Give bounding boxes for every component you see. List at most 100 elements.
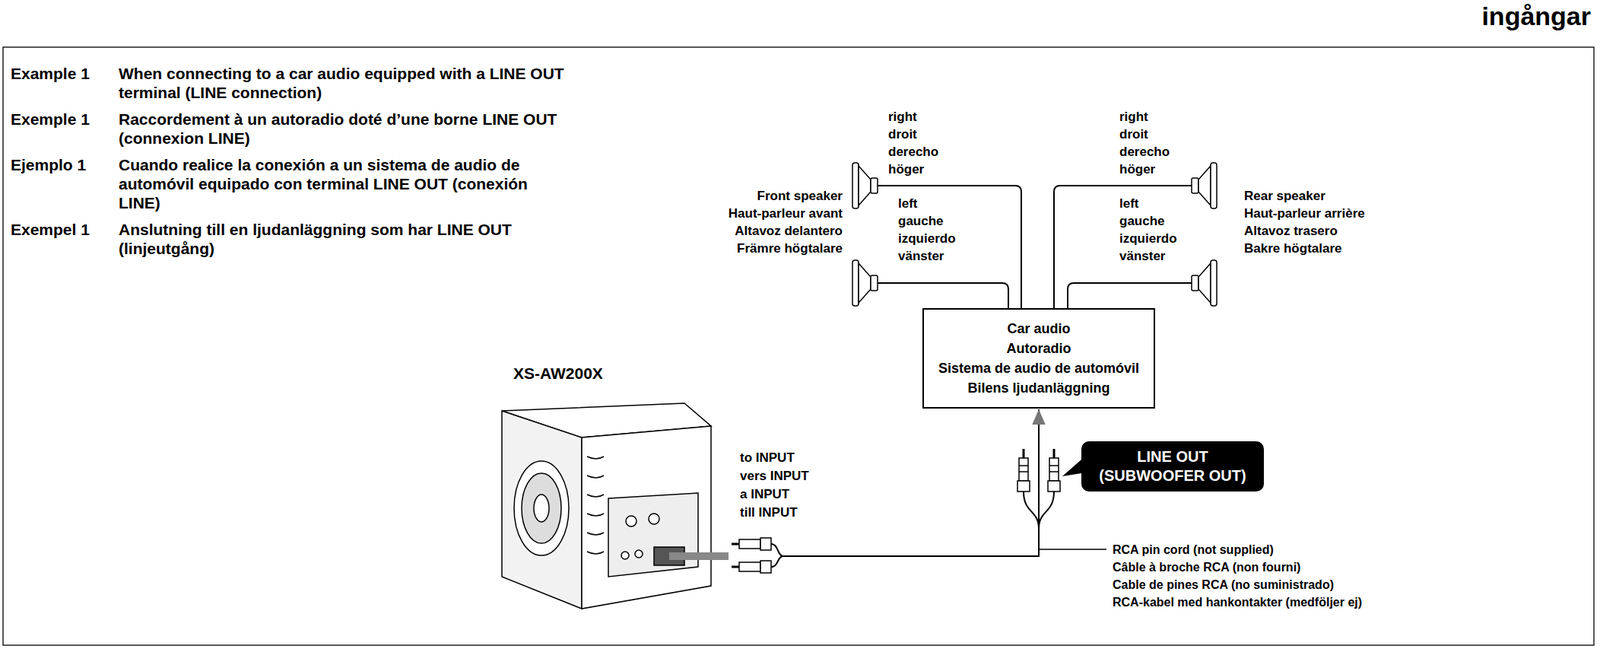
example-title: Anslutning till en ljudanläggning som ha… <box>118 219 568 258</box>
terminal-label: till INPUT <box>739 503 798 522</box>
front-speaker <box>852 260 859 306</box>
subwoofer-drawing <box>514 460 569 556</box>
subwoofer-drawing <box>587 513 604 516</box>
terminal-label: vers INPUT <box>739 466 810 486</box>
subwoofer-drawing <box>648 513 660 524</box>
terminal-label: to INPUT <box>739 448 795 467</box>
subwoofer-drawing <box>533 494 550 522</box>
front-speaker <box>858 263 871 303</box>
subwoofer-drawing <box>587 551 604 554</box>
subwoofer-drawing <box>501 410 582 609</box>
callout-tail <box>1062 459 1083 483</box>
subwoofer-drawing <box>771 543 784 556</box>
speaker-label: derecho <box>1119 142 1170 161</box>
cable-label: Câble à broche RCA (non fourni) <box>1112 558 1301 576</box>
subwoofer-drawing <box>608 492 699 577</box>
rear-speaker <box>1210 260 1217 306</box>
subwoofer-drawing <box>621 551 629 559</box>
subwoofer-drawing <box>521 473 562 543</box>
subwoofer-drawing <box>634 549 643 558</box>
front-speaker <box>870 275 878 291</box>
speaker-wire <box>877 185 1192 308</box>
car-audio-box: Car audioAutoradioSistema de audio de au… <box>922 307 1156 409</box>
cable-connector <box>783 409 1039 556</box>
speaker-label: droit <box>888 125 918 143</box>
subwoofer-drawing <box>739 561 761 572</box>
speaker-label: right <box>1119 107 1149 126</box>
speaker-label: Bakre högtalare <box>1244 239 1343 258</box>
subwoofer-drawing <box>669 552 729 560</box>
subwoofer-drawing <box>587 456 604 459</box>
speaker-label: vänster <box>898 247 944 265</box>
speaker-label: Front speaker <box>757 187 843 205</box>
subwoofer-drawing <box>625 515 637 527</box>
example-number: Example 1 <box>10 63 90 83</box>
speaker-label: höger <box>888 160 924 178</box>
speaker-label: left <box>898 194 918 213</box>
subwoofer-drawing <box>731 565 740 569</box>
node-text: Car audio <box>934 318 1143 339</box>
speaker-label: Haut-parleur avant <box>728 204 843 223</box>
speaker-label: derecho <box>888 142 939 161</box>
speaker-label: left <box>1119 194 1140 213</box>
rca-plug <box>1047 480 1061 492</box>
cable-label: RCA pin cord (not supplied) <box>1112 540 1274 559</box>
subwoofer-drawing <box>760 537 772 550</box>
speaker-label: Altavoz delantero <box>734 222 843 240</box>
example-number: Exemple 1 <box>10 109 90 129</box>
front-speaker <box>852 162 859 209</box>
front-speaker <box>852 162 878 306</box>
speaker-label: izquierdo <box>898 229 956 248</box>
page-heading: ingångar <box>1481 0 1591 32</box>
speaker-label: gauche <box>898 212 944 230</box>
callout-tail <box>1062 459 1082 477</box>
rca-plug <box>1049 457 1059 481</box>
example-title: When connecting to a car audio equipped … <box>118 63 568 102</box>
speaker-label: right <box>888 107 918 126</box>
rca-plug <box>1019 457 1029 481</box>
speaker-label: vänster <box>1119 247 1166 265</box>
subwoofer-drawing <box>587 475 604 478</box>
speaker-label: Rear speaker <box>1244 187 1326 205</box>
example-number: Ejemplo 1 <box>10 155 86 175</box>
rca-plug <box>1017 480 1030 492</box>
front-speaker <box>858 165 871 206</box>
speaker-label: Altavoz trasero <box>1244 222 1338 240</box>
speaker-label: Främre högtalare <box>736 239 843 258</box>
speaker-wire <box>1067 282 1192 308</box>
node-text: LINE OUT (SUBWOOFER OUT) <box>1092 447 1254 486</box>
terminal-label: a INPUT <box>739 485 790 504</box>
rca-plug <box>1053 448 1056 458</box>
rca-plug <box>1023 491 1039 529</box>
rca-plug <box>1019 470 1029 473</box>
node-text: Bilens ljudanläggning <box>934 377 1143 398</box>
node-text: XS-AW200X <box>498 363 784 384</box>
speaker-label: gauche <box>1119 212 1166 230</box>
speaker-label: droit <box>1119 125 1149 143</box>
example-number: Exempel 1 <box>10 219 90 239</box>
rear-speaker <box>1198 165 1211 206</box>
cable-label: Cable de pines RCA (no suministrado) <box>1112 575 1334 594</box>
rear-speaker <box>1191 275 1199 291</box>
rear-speaker <box>1198 263 1211 303</box>
leader-line <box>1038 548 1107 550</box>
speaker-wire <box>877 185 1022 308</box>
example-title: Raccordement à un autoradio doté d’une b… <box>118 109 568 148</box>
speaker-label: Haut-parleur arrière <box>1244 204 1366 223</box>
subwoofer-drawing <box>771 555 784 567</box>
rear-speaker <box>1210 162 1217 209</box>
node-text: Autoradio <box>934 338 1143 359</box>
rca-plug <box>1022 448 1026 458</box>
subwoofer-drawing <box>587 494 604 497</box>
subwoofer-drawing <box>739 539 761 549</box>
rear-speaker <box>1191 162 1217 306</box>
speaker-label: izquierdo <box>1119 229 1178 248</box>
speaker-wire <box>877 282 1009 308</box>
cable-label: RCA-kabel med hankontakter (medföljer ej… <box>1112 593 1362 611</box>
rca-plug <box>1049 470 1059 473</box>
subwoofer-drawing <box>587 532 604 535</box>
rca-plug <box>1019 464 1029 467</box>
example-title: Cuando realice la conexión a un sistema … <box>118 155 568 213</box>
